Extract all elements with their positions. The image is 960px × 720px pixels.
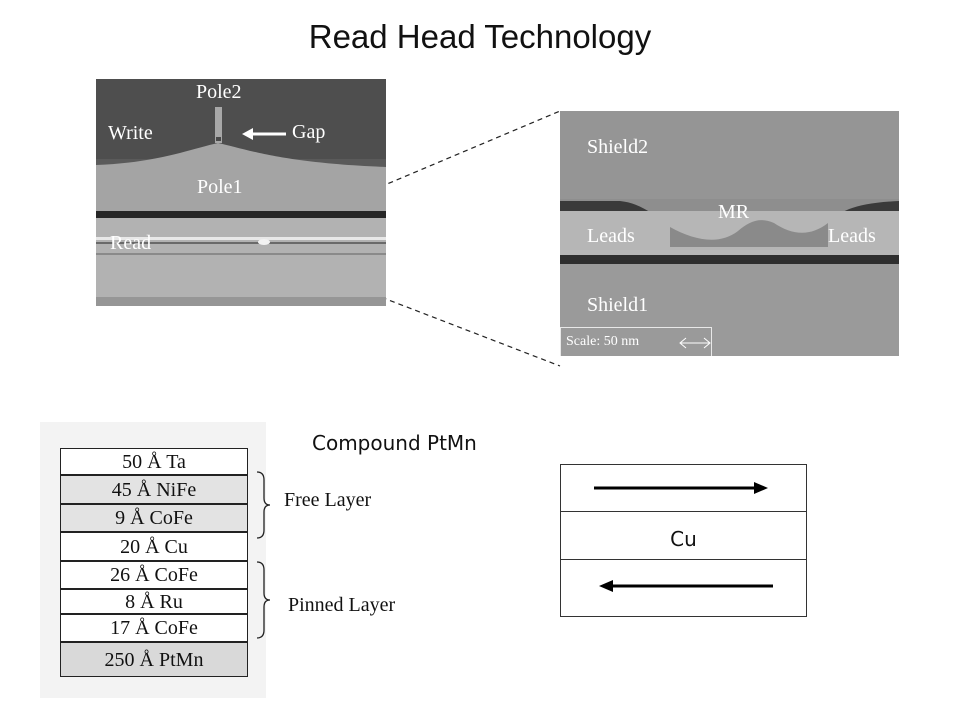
scale-arrow-icon [679, 337, 711, 349]
pinned-layer-label: Pinned Layer [288, 594, 396, 616]
layer-ru: 8 Å Ru [60, 589, 248, 614]
layer-cofe-pinned-top: 26 Å CoFe [60, 561, 248, 589]
bottom-ferromagnet-box [560, 559, 807, 617]
layer-nife: 45 Å NiFe [60, 475, 248, 504]
shield1-label: Shield1 [587, 294, 649, 316]
mr-sensor-micrograph: Shield2 MR Leads Leads Shield1 Scale: 50… [560, 111, 899, 356]
leads-left-label: Leads [587, 225, 635, 247]
pole2-label: Pole2 [196, 81, 242, 103]
page-title: Read Head Technology [308, 18, 652, 55]
layer-cu: 20 Å Cu [60, 532, 248, 561]
read-label: Read [110, 232, 152, 254]
shield2-label: Shield2 [587, 136, 649, 158]
pinned-layer-brace [256, 561, 271, 639]
write-read-head-micrograph: Pole2 Write Gap Pole1 Read [96, 79, 386, 306]
arrow-right-icon [594, 482, 768, 494]
cu-label: Cu [670, 527, 697, 551]
gap-arrow-icon [242, 128, 286, 140]
write-label: Write [108, 122, 153, 144]
compound-ptmn-title: Compound PtMn [312, 431, 477, 455]
leads-right-label: Leads [828, 225, 876, 247]
arrow-left-icon [599, 580, 773, 592]
layer-ptmn: 250 Å PtMn [60, 642, 248, 677]
gap-label: Gap [292, 121, 326, 143]
mr-label: MR [718, 201, 750, 223]
layer-ta: 50 Å Ta [60, 448, 248, 475]
free-layer-label: Free Layer [284, 489, 372, 511]
layer-cofe-pinned-bottom: 17 Å CoFe [60, 614, 248, 642]
scale-bar: Scale: 50 nm [560, 327, 712, 356]
cu-spacer-box [560, 511, 807, 560]
free-layer-brace [256, 471, 271, 539]
layer-cofe-free: 9 Å CoFe [60, 504, 248, 532]
scale-label: Scale: 50 nm [566, 334, 640, 349]
pole1-label: Pole1 [197, 176, 243, 198]
